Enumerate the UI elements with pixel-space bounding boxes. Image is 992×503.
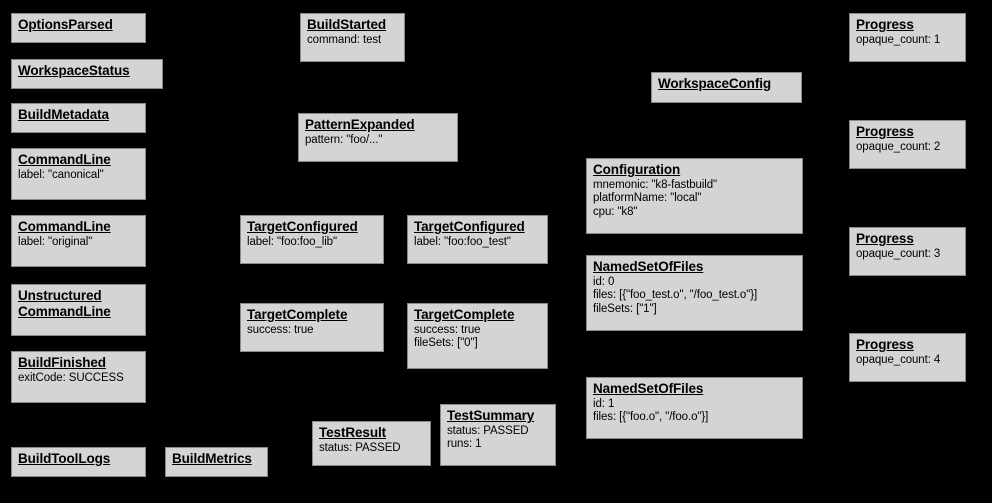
node-fields: command: test	[307, 34, 398, 48]
node-title: BuildToolLogs	[18, 451, 111, 466]
node-workspace-status[interactable]: WorkspaceStatus	[11, 59, 163, 89]
node-title: BuildMetrics	[172, 451, 252, 466]
node-title: BuildStarted	[307, 17, 387, 32]
node-title: CommandLine	[18, 152, 111, 167]
node-field: fileSets: ["0"]	[414, 337, 478, 350]
node-field: opaque_count: 1	[856, 33, 941, 46]
node-field: pattern: "foo/..."	[305, 133, 383, 146]
node-field: label: "foo:foo_test"	[414, 235, 511, 248]
node-fields: opaque_count: 1	[856, 34, 959, 48]
node-title: TargetConfigured	[247, 219, 358, 234]
node-title: NamedSetOfFiles	[593, 259, 704, 274]
node-title: WorkspaceStatus	[18, 63, 130, 78]
node-title: WorkspaceConfig	[658, 76, 772, 91]
node-title: Progress	[856, 124, 914, 139]
node-options-parsed[interactable]: OptionsParsed	[11, 13, 146, 43]
node-fields: status: PASSED	[319, 442, 424, 456]
node-field: command: test	[307, 33, 382, 46]
node-field: opaque_count: 3	[856, 247, 941, 260]
node-fields: label: "canonical"	[18, 169, 139, 183]
node-title: TargetConfigured	[414, 219, 525, 234]
node-title: PatternExpanded	[305, 117, 415, 132]
node-unstructured-command-line[interactable]: Unstructured CommandLine	[11, 284, 146, 336]
node-field: files: [{"foo_test.o", "/foo_test.o"}]	[593, 289, 758, 302]
node-title: Progress	[856, 231, 914, 246]
node-field: success: true	[414, 323, 481, 336]
node-fields: success: true	[247, 324, 377, 338]
node-field: platformName: "local"	[593, 192, 702, 205]
node-field: label: "foo:foo_lib"	[247, 235, 337, 248]
node-fields: opaque_count: 2	[856, 141, 959, 155]
node-field: opaque_count: 2	[856, 140, 941, 153]
node-title: BuildMetadata	[18, 107, 109, 122]
node-field: runs: 1	[447, 438, 482, 451]
node-workspace-config[interactable]: WorkspaceConfig	[651, 72, 802, 103]
node-fields: opaque_count: 3	[856, 248, 959, 262]
node-title: Progress	[856, 337, 914, 352]
node-field: cpu: "k8"	[593, 206, 638, 219]
node-title: TargetComplete	[414, 307, 515, 322]
node-title: Unstructured CommandLine	[18, 288, 111, 319]
node-field: files: [{"foo.o", "/foo.o"}]	[593, 411, 709, 424]
node-fields: mnemonic: "k8-fastbuild"platformName: "l…	[593, 179, 796, 220]
node-title: Progress	[856, 17, 914, 32]
node-field: id: 0	[593, 275, 615, 288]
node-title: NamedSetOfFiles	[593, 381, 704, 396]
node-fields: label: "foo:foo_lib"	[247, 236, 377, 250]
node-fields: label: "foo:foo_test"	[414, 236, 541, 250]
node-field: success: true	[247, 323, 314, 336]
node-field: exitCode: SUCCESS	[18, 371, 124, 384]
node-build-metrics[interactable]: BuildMetrics	[165, 447, 268, 477]
node-fields: label: "original"	[18, 236, 139, 250]
node-field: fileSets: ["1"]	[593, 303, 657, 316]
node-fields: pattern: "foo/..."	[305, 134, 451, 148]
node-title: TestSummary	[447, 408, 535, 423]
node-field: status: PASSED	[319, 441, 401, 454]
node-field: opaque_count: 4	[856, 353, 941, 366]
node-field: label: "canonical"	[18, 168, 104, 181]
node-field: status: PASSED	[447, 424, 529, 437]
node-build-tool-logs[interactable]: BuildToolLogs	[11, 447, 146, 477]
node-build-metadata[interactable]: BuildMetadata	[11, 103, 146, 133]
node-title: Configuration	[593, 162, 681, 177]
node-field: mnemonic: "k8-fastbuild"	[593, 178, 718, 191]
node-title: CommandLine	[18, 219, 111, 234]
node-title: TestResult	[319, 425, 387, 440]
node-field: label: "original"	[18, 235, 93, 248]
node-fields: opaque_count: 4	[856, 354, 959, 368]
node-title: BuildFinished	[18, 355, 106, 370]
node-title: OptionsParsed	[18, 17, 113, 32]
node-title: TargetComplete	[247, 307, 348, 322]
node-fields: exitCode: SUCCESS	[18, 372, 139, 386]
node-field: id: 1	[593, 397, 615, 410]
